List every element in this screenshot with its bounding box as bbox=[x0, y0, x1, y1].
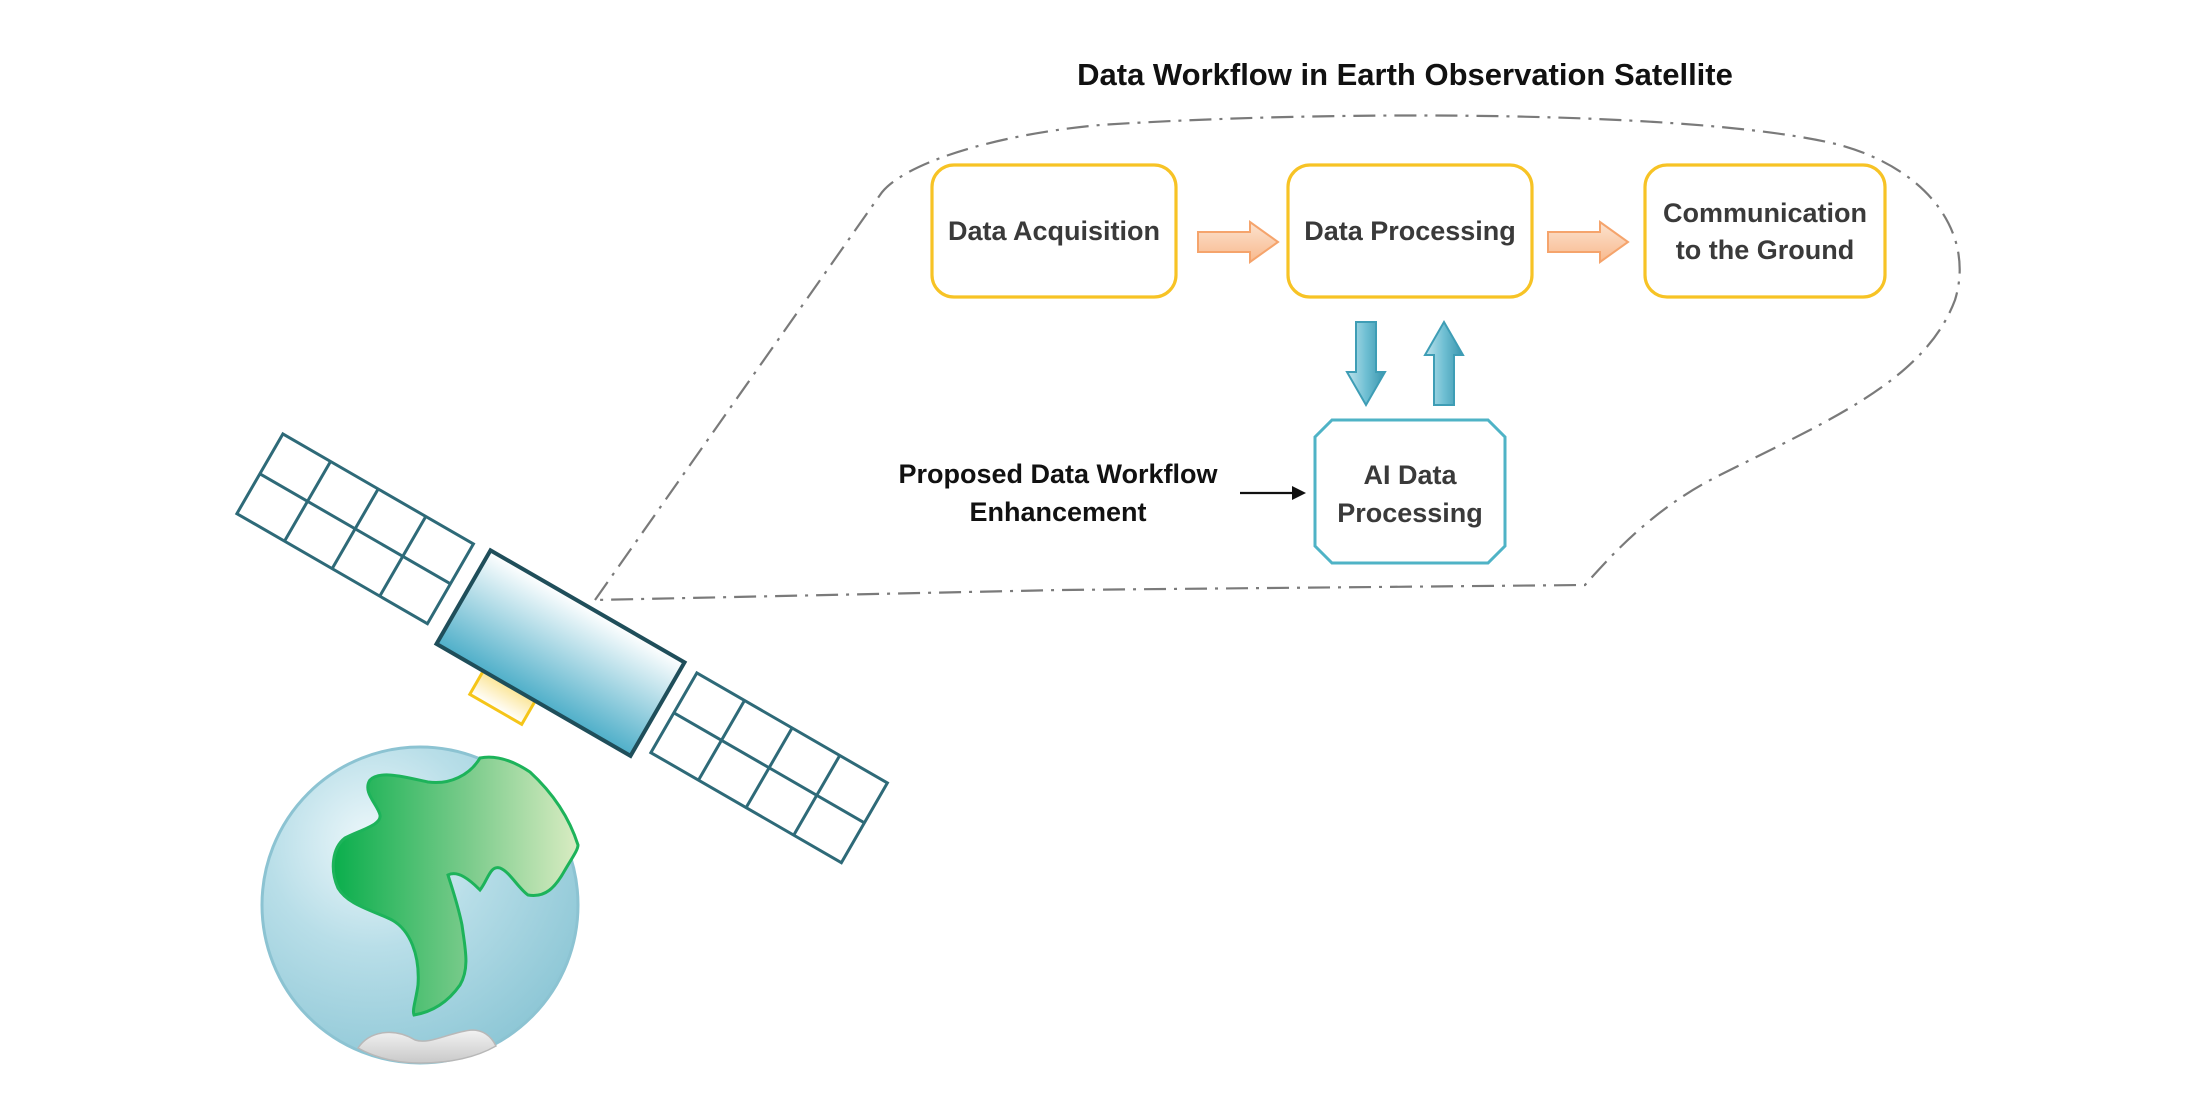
earth-icon bbox=[260, 745, 580, 1065]
step-data-acquisition: Data Acquisition bbox=[930, 163, 1178, 299]
earth-ice-cap bbox=[356, 1029, 497, 1064]
ai-arrow-up bbox=[1423, 319, 1465, 406]
flow-arrow-acquisition-to-processing bbox=[1197, 220, 1280, 264]
step-communication-label-line-2: to the Ground bbox=[1676, 235, 1854, 265]
flow-arrow-processing-to-communication bbox=[1547, 220, 1630, 264]
step-data-processing: Data Processing bbox=[1286, 163, 1534, 299]
solar-panel-right-icon bbox=[648, 670, 890, 865]
earth-land bbox=[331, 755, 580, 1017]
ai-data-processing-box: AI Data Processing bbox=[1313, 418, 1507, 565]
annotation-line-2: Enhancement bbox=[969, 497, 1146, 527]
satellite-icon bbox=[234, 431, 890, 865]
step-data-acquisition-label: Data Acquisition bbox=[948, 216, 1160, 246]
solar-panel-left-icon bbox=[234, 431, 476, 626]
step-data-processing-label: Data Processing bbox=[1304, 216, 1516, 246]
annotation-line-1: Proposed Data Workflow bbox=[898, 459, 1218, 489]
satellite-body bbox=[433, 547, 688, 759]
ai-box-label-line-2: Processing bbox=[1337, 498, 1483, 528]
annotation-arrow bbox=[1240, 486, 1306, 500]
ai-box-label-line-1: AI Data bbox=[1363, 460, 1457, 490]
ai-arrow-down bbox=[1345, 321, 1387, 408]
diagram-title: Data Workflow in Earth Observation Satel… bbox=[1077, 57, 1733, 92]
step-communication-label-line-1: Communication bbox=[1663, 198, 1867, 228]
callout-dashed-outline bbox=[594, 114, 1961, 602]
step-communication-to-ground: Communication to the Ground bbox=[1643, 163, 1887, 299]
